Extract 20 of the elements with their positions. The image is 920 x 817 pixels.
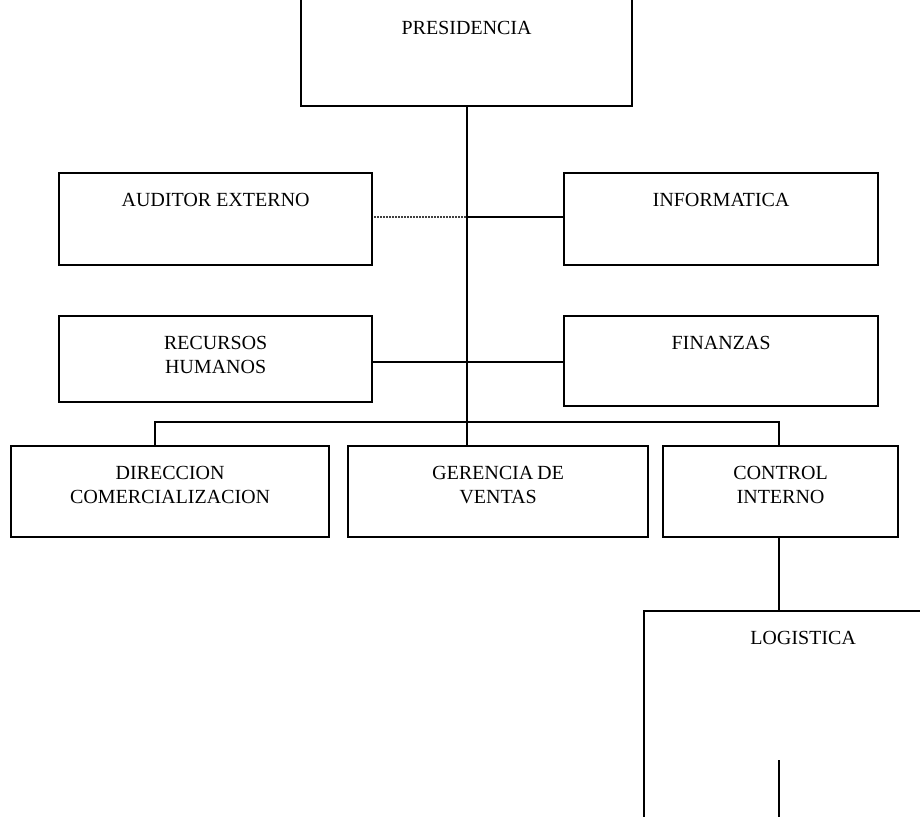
org-unit-box bbox=[347, 445, 649, 538]
unit-name: PRESIDENCIA bbox=[401, 16, 532, 40]
unit-name: RECURSOS HUMANOS bbox=[162, 331, 268, 379]
unit-name: INFORMATICA bbox=[652, 188, 790, 212]
unit-name: GERENCIA DE VENTAS bbox=[431, 461, 565, 509]
unit-name: LOGISTICA bbox=[750, 626, 856, 650]
unit-name: CONTROL INTERNO bbox=[732, 461, 829, 509]
unit-name: FINANZAS bbox=[672, 331, 770, 355]
org-unit-box bbox=[662, 445, 899, 538]
org-unit-box bbox=[58, 315, 373, 403]
unit-name: AUDITOR EXTERNO bbox=[122, 188, 310, 212]
org-unit-box bbox=[58, 172, 373, 266]
org-unit-box bbox=[563, 315, 879, 407]
connector-line bbox=[778, 759, 780, 817]
unit-name: DIRECCION COMERCIALIZACION bbox=[69, 461, 271, 509]
org-unit-box bbox=[10, 445, 330, 538]
org-unit-box bbox=[300, 0, 633, 107]
org-unit-box bbox=[563, 172, 879, 266]
connector-line bbox=[778, 538, 780, 610]
connector-line bbox=[466, 107, 780, 445]
